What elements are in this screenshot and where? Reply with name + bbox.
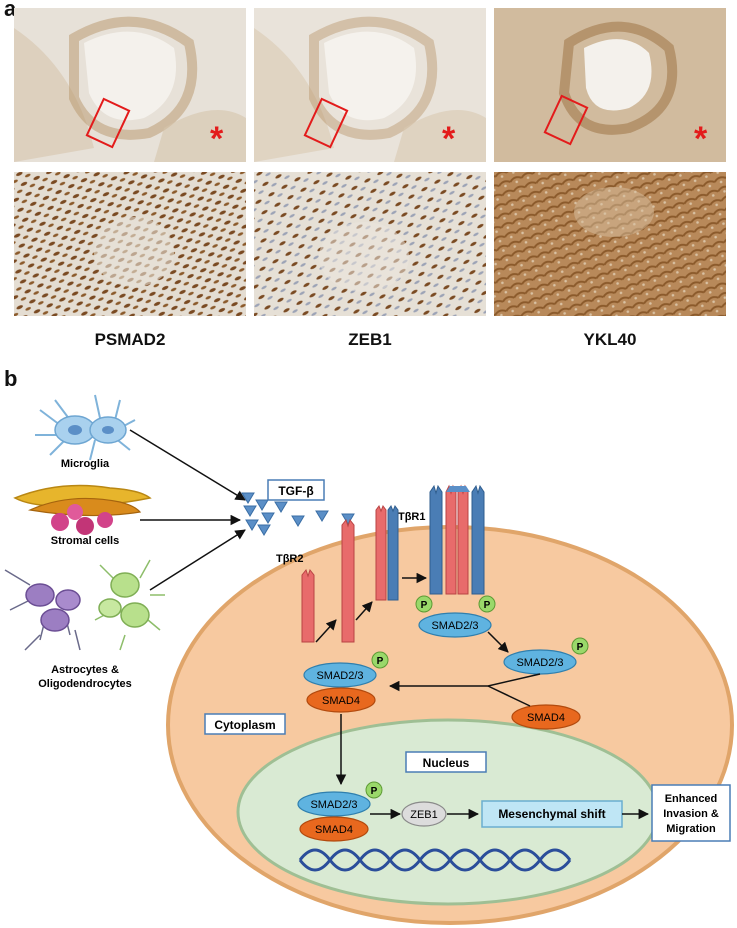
psmad2-overview-image: * (14, 8, 246, 162)
phospho-icon (371, 651, 389, 669)
tbr2-receptor-icon (301, 568, 315, 643)
region-marker-star: * (694, 120, 708, 158)
microglia-label: Microglia (61, 458, 110, 470)
ykl40-overview-image: * (494, 8, 726, 162)
astrocytes-label-line2: Oligodendrocytes (38, 678, 132, 690)
astrocytes-label-line1: Astrocytes & (51, 664, 119, 676)
receptor-arrow-1 (315, 619, 337, 643)
nucleus-label-box (405, 751, 487, 773)
zeb1-node-label: ZEB1 (410, 809, 438, 821)
tbr1-label: TβR1 (398, 511, 426, 523)
dna-helix-icon (298, 848, 572, 872)
phospho-icon (571, 637, 589, 655)
tbr2-label: TβR2 (276, 553, 304, 565)
smad23-receptor-label: SMAD2/3 (431, 620, 478, 632)
psmad2-magnified-image (14, 172, 246, 316)
mesenchymal-shift-label: Mesenchymal shift (498, 807, 605, 821)
tbr1-tbr2-complex-icon (375, 504, 399, 601)
tbr2-ligand-receptor-icon (341, 518, 355, 643)
microglia-arrow (129, 429, 246, 501)
zeb1-label: ZEB1 (348, 330, 392, 349)
region-marker-star: * (442, 120, 456, 158)
stromal-cells-icon (13, 484, 152, 535)
microglia-icon (35, 394, 136, 461)
cytoplasm-label-box (204, 713, 286, 735)
outcome-box (651, 784, 731, 842)
phospho-icon (415, 595, 433, 613)
tgf-beta-label: TGF-β (278, 484, 313, 498)
smad4-free (511, 704, 581, 730)
phospho-label: P (577, 642, 584, 653)
smad4-nuclear (299, 816, 369, 842)
phospho-icon (478, 595, 496, 613)
outcome-line1: Enhanced (665, 793, 718, 805)
zeb1-overview-image: * (254, 8, 486, 162)
phospho-label: P (371, 786, 378, 797)
smad4-complex (306, 687, 376, 713)
smad23-nuclear-label: SMAD2/3 (310, 799, 357, 811)
zeb1-node (401, 801, 447, 827)
tgf-beta-pathway-diagram: Microglia Stromal cells Astrocytes & Oli… (4, 394, 734, 925)
receptor-arrow-2 (355, 601, 373, 621)
phospho-icon (365, 781, 383, 799)
cytoplasm-label: Cytoplasm (214, 718, 275, 732)
smad23-complex (303, 662, 377, 688)
astrocytes-oligodendrocytes-icon (4, 559, 165, 651)
psmad2-label: PSMAD2 (94, 330, 166, 349)
stromal-cells-label: Stromal cells (51, 535, 119, 547)
smad23-free-label: SMAD2/3 (516, 657, 563, 669)
smad23-nuclear (297, 791, 371, 817)
smad4-nuclear-label: SMAD4 (315, 824, 353, 836)
smad-release-arrow (487, 631, 509, 653)
outcome-line3: Migration (666, 823, 716, 835)
tgf-beta-ligand-icons (241, 492, 355, 536)
ykl40-label: YKL40 (583, 330, 637, 349)
smad23-complex-label: SMAD2/3 (316, 670, 363, 682)
smad23-receptor (418, 612, 492, 638)
tgf-beta-label-box (267, 479, 325, 501)
nucleus-label: Nucleus (423, 756, 470, 770)
activated-receptor-complex-icon (429, 484, 485, 595)
phospho-label: P (484, 600, 491, 611)
ykl40-magnified-image (494, 172, 726, 316)
zeb1-magnified-image (254, 172, 486, 316)
outcome-line2: Invasion & (663, 808, 719, 820)
phospho-label: P (377, 656, 384, 667)
smad4-complex-label: SMAD4 (322, 695, 360, 707)
panel-a-letter: a (4, 0, 17, 21)
phospho-label: P (421, 600, 428, 611)
panel-b-letter: b (4, 366, 18, 391)
astrocytes-arrow (149, 529, 246, 591)
region-marker-star: * (210, 120, 224, 158)
smad4-free-label: SMAD4 (527, 712, 565, 724)
